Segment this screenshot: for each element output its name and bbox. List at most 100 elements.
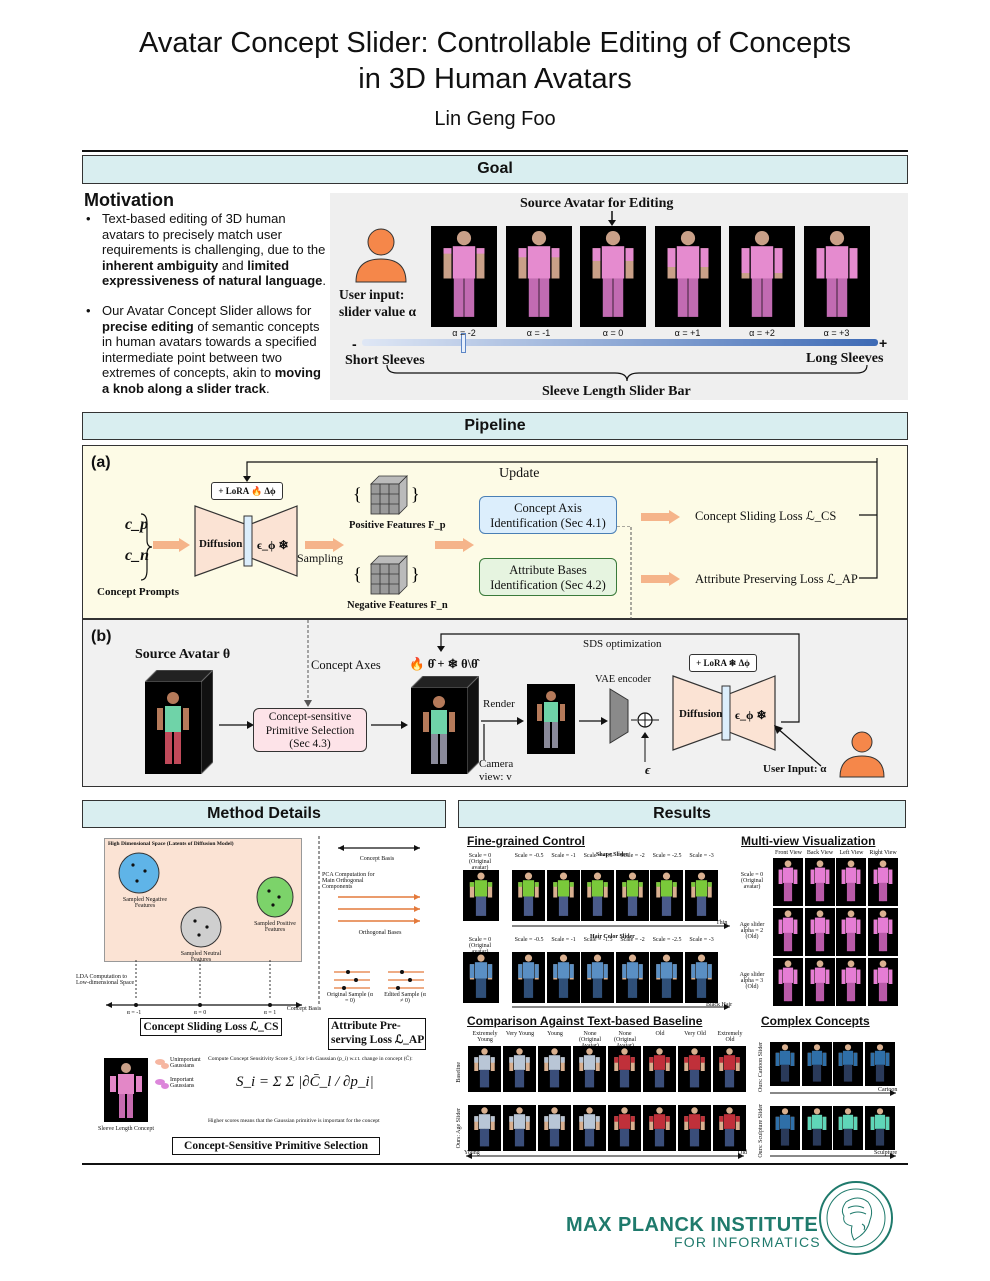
camera-line-1: Camera bbox=[479, 758, 514, 770]
bullet-1-bold-a: inherent ambiguity bbox=[102, 257, 219, 273]
baseline-col-label-5: Old bbox=[655, 1031, 665, 1037]
bullet-1-text-b: and bbox=[218, 257, 248, 273]
shape-avatar-6 bbox=[684, 870, 718, 926]
render-label: Render bbox=[483, 698, 515, 710]
theta-expression: 🔥 θ̂ + ❄ θ\θ̂ bbox=[409, 657, 478, 671]
arrow-diffusion-sampling bbox=[305, 538, 344, 552]
ours-age-avatar-1 bbox=[503, 1105, 536, 1156]
mv-avatar-2-1 bbox=[804, 958, 835, 1011]
orthogonal-bases-label: Orthogonal Bases bbox=[358, 930, 402, 936]
sensitivity-formula: S_i = Σ Σ |∂C̄_l / ∂p_i| bbox=[236, 1074, 374, 1090]
camera-arrow bbox=[483, 724, 485, 760]
mv-avatar-0-0 bbox=[773, 858, 803, 911]
baseline-avatar-1 bbox=[503, 1046, 536, 1097]
shape-avatar-3 bbox=[581, 870, 614, 926]
shape-scale-label-2: Scale = -1 bbox=[551, 853, 576, 859]
original-sample-label: Original Sample (α = 0) bbox=[326, 992, 374, 1004]
hair-avatar-2 bbox=[546, 952, 580, 1008]
slider-track[interactable] bbox=[362, 339, 878, 346]
arrow-selection-avatar bbox=[371, 721, 408, 729]
concept-axes-label: Concept Axes bbox=[311, 658, 381, 672]
hair-scale-label-5: Scale = -2.5 bbox=[652, 937, 682, 943]
svg-text:}: } bbox=[411, 484, 420, 504]
concept-axis-line-1: Concept Axis bbox=[514, 501, 582, 515]
eps-label-b: ϵ_ϕ ❄ bbox=[735, 708, 767, 722]
sample-projections bbox=[334, 970, 424, 990]
motivation-bullets: Text-based editing of 3D human avatars t… bbox=[84, 211, 330, 411]
attribute-loss-box: Attribute Pre- serving Loss ℒ_AP bbox=[328, 1018, 426, 1050]
view-label-0: Front View bbox=[774, 850, 803, 856]
arrow-bases-loss bbox=[641, 572, 680, 586]
title-line-1: Avatar Concept Slider: Controllable Edit… bbox=[139, 27, 851, 59]
shape-scale-label-6: Scale = -3 bbox=[689, 853, 714, 859]
edited-avatar-cube bbox=[411, 676, 479, 774]
diffusion-label-b: Diffusion bbox=[679, 708, 723, 720]
goal-alpha-label-0: α = -2 bbox=[452, 328, 476, 338]
hair-avatar-6 bbox=[684, 952, 718, 1008]
sampling-label: Sampling bbox=[297, 551, 344, 565]
hair-slider-label: Hair Color Slider bbox=[590, 934, 635, 940]
negative-features-label: Negative Features F_n bbox=[347, 600, 448, 611]
vae-encoder bbox=[609, 688, 629, 744]
baseline-col-label-2: Young bbox=[547, 1031, 563, 1037]
mv-avatar-1-2 bbox=[836, 908, 866, 961]
user-icon-b bbox=[839, 731, 885, 778]
bullet-2-bold-a: precise editing bbox=[102, 318, 194, 334]
sculpture-avatar-3 bbox=[864, 1106, 895, 1155]
neutral-features-label: Sampled Neutral Features bbox=[180, 951, 222, 963]
shape-avatar-5 bbox=[650, 870, 683, 926]
cn-label: c_n bbox=[125, 547, 149, 564]
ours-age-avatar-2 bbox=[538, 1105, 571, 1156]
slider-knob[interactable] bbox=[461, 333, 466, 353]
vae-encoder-label: VAE encoder bbox=[595, 674, 652, 685]
mv-row-label-0: Scale = 0 (Original avatar) bbox=[740, 872, 764, 890]
slider-figure: Source Avatar for Editing User input: sl… bbox=[330, 193, 908, 400]
tick-minus-1: α = -1 bbox=[126, 1010, 142, 1016]
pipeline-section-bar: Pipeline bbox=[82, 412, 908, 440]
shape-avatar-1 bbox=[512, 870, 545, 926]
primitive-selection-box: Concept-sensitive Primitive Selection (S… bbox=[253, 708, 367, 752]
goal-section-bar: Goal bbox=[82, 155, 908, 184]
arrow-image-vae bbox=[579, 717, 608, 725]
goal-alpha-label-3: α = +1 bbox=[674, 328, 701, 338]
pipeline-panel-a: (a) c_p c_n Concept Prompts + LoRA 🔥 Δϕ … bbox=[82, 445, 908, 623]
hair-scale-label-3: Scale = -1.5 bbox=[583, 937, 613, 943]
mv-avatar-1-3 bbox=[867, 908, 898, 961]
selection-line-1: Concept-sensitive bbox=[268, 711, 352, 723]
eps-label-a: ϵ_ϕ ❄ bbox=[257, 538, 289, 552]
camera-line-2: view: v bbox=[479, 771, 512, 783]
slider-plus: + bbox=[879, 335, 888, 351]
lda-label: LDA Computation to Low-dimensional Space bbox=[76, 974, 135, 986]
lora-box-a: + LoRA 🔥 Δϕ bbox=[211, 482, 283, 500]
goal-avatar-2 bbox=[580, 226, 646, 332]
baseline-col-label-6: Very Old bbox=[684, 1031, 706, 1037]
edited-sample-label: Edited Sample (α ≠ 0) bbox=[384, 992, 426, 1004]
lda-projection-lines bbox=[135, 960, 271, 1000]
diffusion-label-a: Diffusion bbox=[199, 538, 243, 550]
svg-text:{: { bbox=[353, 484, 362, 504]
dashed-axis-link bbox=[309, 526, 632, 623]
concept-axis-line-2: Identification (Sec 4.1) bbox=[490, 516, 606, 530]
epsilon-arrow bbox=[641, 732, 649, 762]
user-input-alpha: User Input: α bbox=[763, 763, 827, 775]
ours-age-avatar-7 bbox=[713, 1105, 746, 1156]
rendered-image bbox=[527, 684, 575, 754]
arrow-prompt-diffusion bbox=[153, 538, 190, 552]
shape-scale-label-5: Scale = -2.5 bbox=[652, 853, 682, 859]
bullet-1-bold-b: limited expressiveness of natural langua… bbox=[102, 257, 323, 289]
bullet-2-text-b: of semantic concepts in human avatars to… bbox=[102, 318, 320, 381]
poster-title: Avatar Concept Slider: Controllable Edit… bbox=[0, 25, 990, 97]
shape-scale-label-0: Scale = 0 (Original avatar) bbox=[468, 853, 492, 871]
hair-scale-label-6: Scale = -3 bbox=[689, 937, 714, 943]
short-sleeves-label: Short Sleeves bbox=[345, 353, 425, 368]
comparison-title: Comparison Against Text-based Baseline bbox=[467, 1014, 703, 1028]
mv-avatar-2-2 bbox=[836, 958, 866, 1011]
bullet-2-text-c: . bbox=[266, 380, 270, 396]
bullet-2: Our Avatar Concept Slider allows for pre… bbox=[84, 303, 330, 397]
ours-age-avatar-3 bbox=[573, 1105, 606, 1156]
ours-age-avatar-5 bbox=[643, 1105, 676, 1156]
camera-view-label: Camera view: v bbox=[479, 758, 513, 784]
add-noise-node bbox=[631, 712, 659, 728]
shape-avatar-4 bbox=[615, 870, 649, 926]
mv-avatar-2-3 bbox=[867, 958, 898, 1011]
